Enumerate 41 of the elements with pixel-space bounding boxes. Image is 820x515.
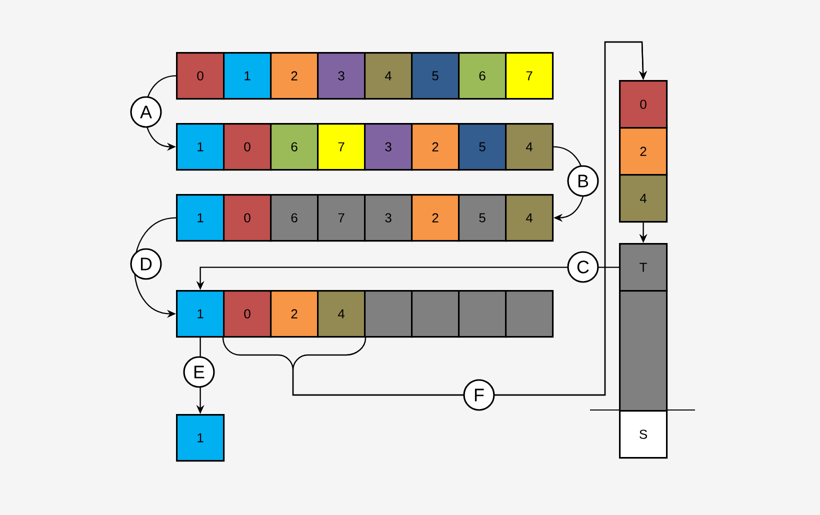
cell: 2 — [411, 194, 460, 242]
cell: 1 — [176, 194, 225, 242]
cell: 2 — [270, 290, 319, 338]
cell: 6 — [270, 194, 319, 242]
cell: 4 — [619, 174, 668, 223]
cell: 7 — [505, 52, 554, 100]
cell: 5 — [411, 52, 460, 100]
cell: 4 — [505, 194, 554, 242]
edge-label: F — [463, 379, 495, 411]
cell: 5 — [458, 123, 507, 171]
edge-label: B — [567, 165, 599, 197]
cell: 4 — [505, 123, 554, 171]
edge-label: D — [130, 248, 162, 280]
cell: 3 — [317, 52, 366, 100]
edge-label: C — [567, 251, 599, 283]
cell: 4 — [364, 52, 413, 100]
cell: 2 — [270, 52, 319, 100]
cell: 7 — [317, 123, 366, 171]
cell: 3 — [364, 194, 413, 242]
cell: 4 — [317, 290, 366, 338]
cell: 5 — [458, 194, 507, 242]
cell: 2 — [411, 123, 460, 171]
cell: 2 — [619, 127, 668, 176]
cell: 1 — [176, 414, 225, 462]
edge-label: A — [130, 96, 162, 128]
cell: 1 — [176, 290, 225, 338]
cell: 0 — [223, 194, 272, 242]
cell: 1 — [223, 52, 272, 100]
cell: S — [619, 410, 668, 459]
cell: 6 — [270, 123, 319, 171]
cell: 0 — [223, 123, 272, 171]
cell: 0 — [176, 52, 225, 100]
cell: 3 — [364, 123, 413, 171]
cell: T — [619, 243, 668, 292]
cell: 6 — [458, 52, 507, 100]
cell: 7 — [317, 194, 366, 242]
cell: 0 — [223, 290, 272, 338]
edge-label: E — [183, 356, 215, 388]
arrow — [292, 41, 648, 396]
cell: 0 — [619, 80, 668, 129]
cell: 1 — [176, 123, 225, 171]
